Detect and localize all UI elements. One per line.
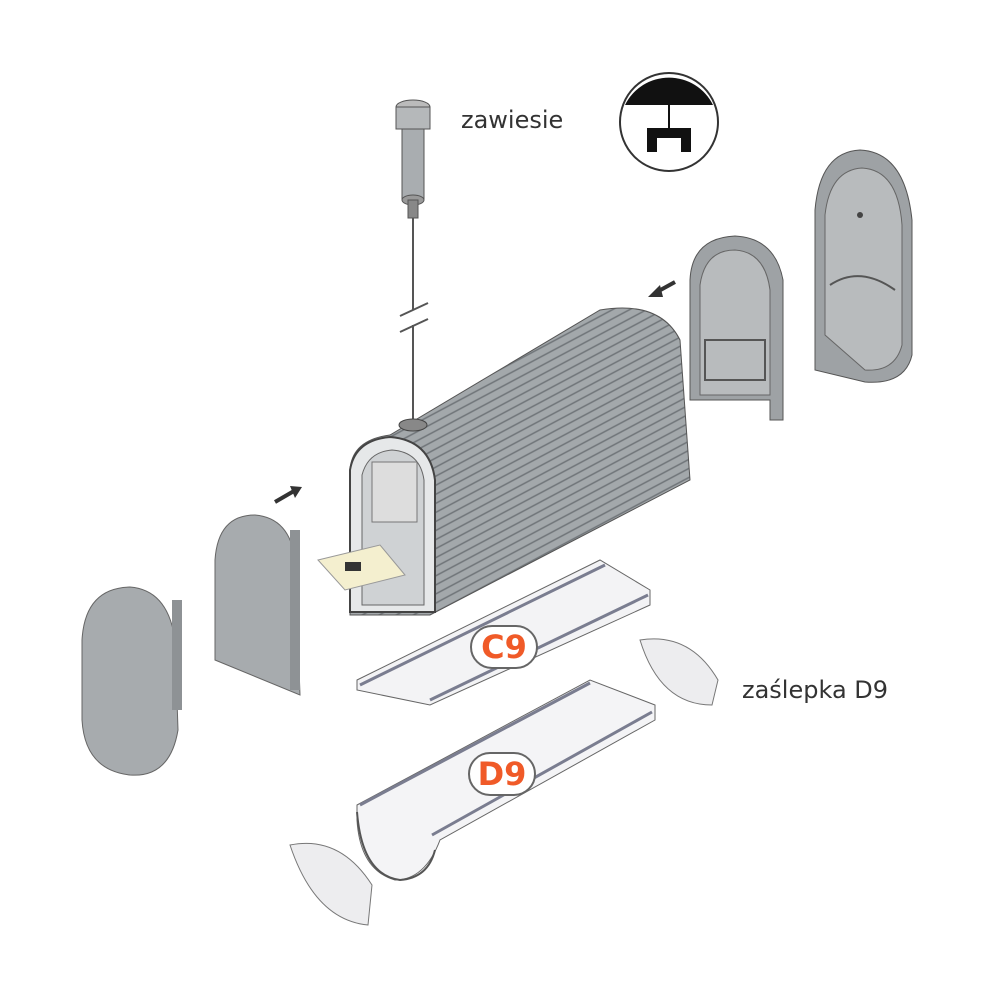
d9-end-cap-left (289, 842, 373, 926)
suspension-mount-symbol-icon (619, 72, 719, 172)
end-cap-right-large (814, 149, 913, 383)
arrow-icon (648, 280, 676, 297)
d9-badge: D9 (468, 752, 536, 796)
c9-badge: C9 (470, 625, 538, 669)
end-cap-left-small (214, 514, 301, 696)
arrow-icon (273, 486, 302, 504)
d9-end-cap-right (639, 638, 719, 706)
end-cap-right-small (689, 235, 784, 421)
end-cap-left-large (81, 586, 182, 776)
end-cap-d9-label: zaślepka D9 (742, 676, 889, 704)
suspension-part (395, 99, 431, 420)
main-profile (317, 307, 691, 616)
suspension-label: zawiesie (461, 106, 564, 134)
